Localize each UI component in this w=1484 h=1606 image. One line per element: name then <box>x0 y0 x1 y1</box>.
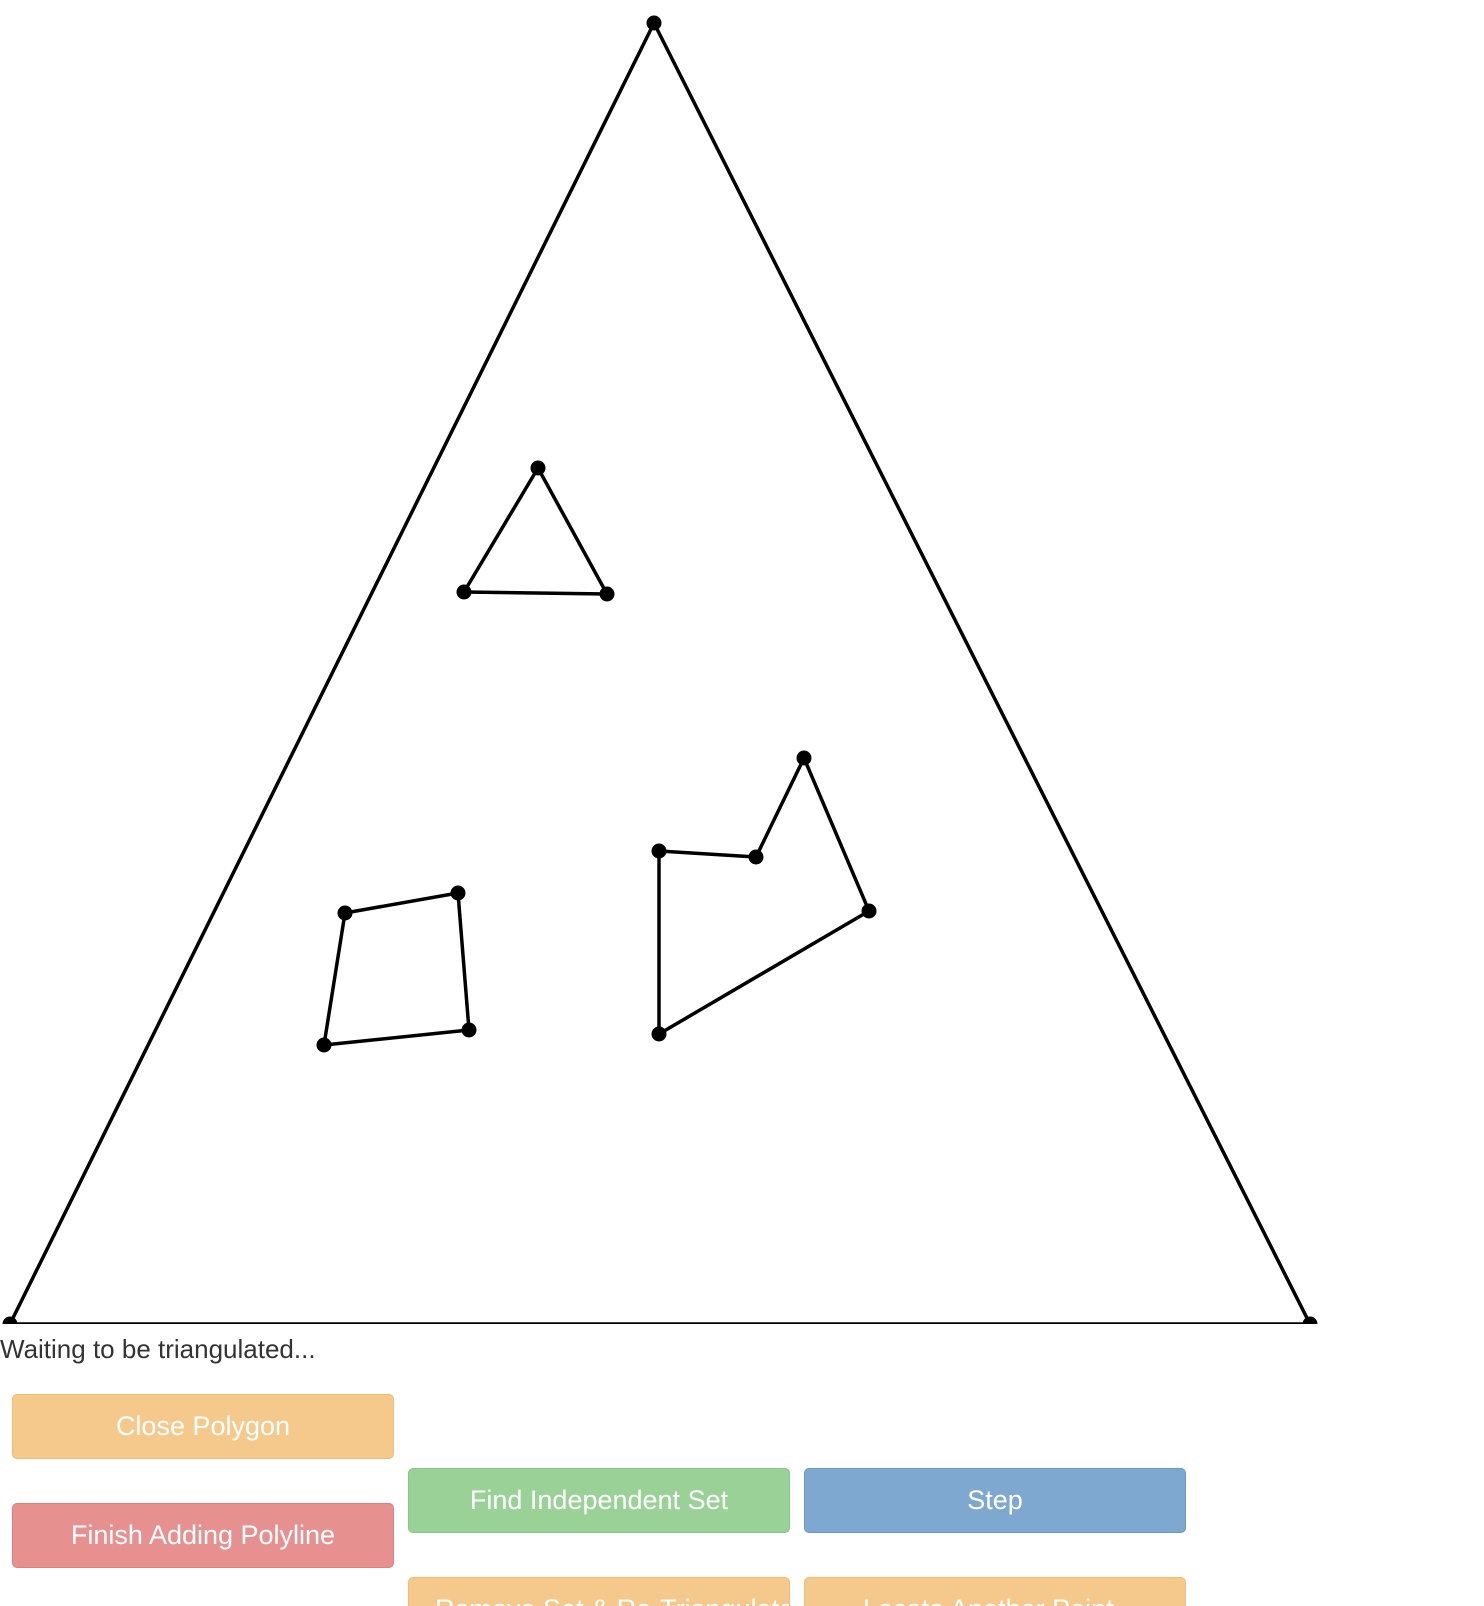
remove-set-retriangulate-label: Remove Set & Re-Triangulate <box>435 1594 789 1606</box>
outer-triangle-edges <box>8 21 1312 1324</box>
finish-adding-polyline-label: Finish Adding Polyline <box>70 1520 336 1550</box>
remove-set-retriangulate-button[interactable]: Remove Set & Re-Triangulate <box>408 1577 790 1606</box>
quadrilateral-vertex[interactable] <box>450 885 466 901</box>
small-triangle-vertex[interactable] <box>456 584 472 600</box>
outer-triangle-vertex[interactable] <box>646 15 662 31</box>
locate-another-point-label: Locate Another Point <box>863 1594 1114 1606</box>
small-triangle-vertex[interactable] <box>599 586 615 602</box>
find-independent-set-button[interactable]: Find Independent Set <box>408 1468 790 1533</box>
notched-polygon-vertex[interactable] <box>861 903 877 919</box>
finish-adding-polyline-button[interactable]: Finish Adding Polyline <box>12 1503 394 1568</box>
quadrilateral-vertex[interactable] <box>461 1022 477 1038</box>
step-button[interactable]: Step <box>804 1468 1186 1533</box>
status-text: Waiting to be triangulated... <box>0 1334 316 1364</box>
close-polygon-button[interactable]: Close Polygon <box>12 1394 394 1459</box>
quadrilateral-vertex[interactable] <box>337 905 353 921</box>
notched-polygon-vertex[interactable] <box>651 1026 667 1042</box>
find-independent-set-label: Find Independent Set <box>469 1485 729 1515</box>
notched-polygon-edges <box>657 756 871 1036</box>
locate-another-point-button[interactable]: Locate Another Point <box>804 1577 1186 1606</box>
small-triangle-vertex[interactable] <box>530 460 546 476</box>
step-label: Step <box>967 1485 1023 1515</box>
close-polygon-label: Close Polygon <box>115 1411 291 1441</box>
small-triangle-edges <box>462 466 609 596</box>
outer-triangle-vertex[interactable] <box>1302 1316 1318 1325</box>
outer-triangle-vertex[interactable] <box>2 1316 18 1325</box>
quadrilateral-vertex[interactable] <box>316 1037 332 1053</box>
notched-polygon-vertex[interactable] <box>748 849 764 865</box>
drawing-canvas[interactable] <box>0 0 1484 1324</box>
notched-polygon-vertex[interactable] <box>651 843 667 859</box>
notched-polygon-vertex[interactable] <box>796 750 812 766</box>
